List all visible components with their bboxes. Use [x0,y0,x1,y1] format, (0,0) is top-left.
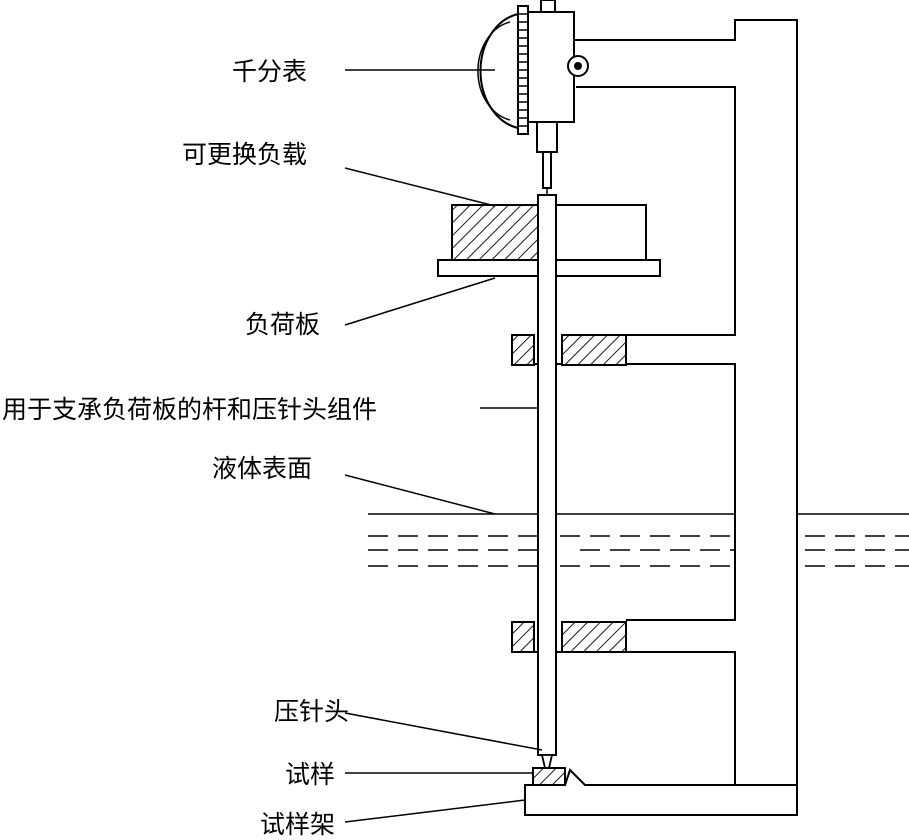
lower-guide-bushing [511,621,627,653]
label-specimen-holder: 试样架 [260,810,335,839]
leader-lines [344,69,543,823]
indenter-point [540,754,554,769]
label-dial-gauge: 千分表 [232,57,307,86]
specimen-holder-base [524,768,798,816]
upper-guide-bushing [511,334,627,366]
label-load-plate: 负荷板 [245,310,320,339]
label-replaceable-load: 可更换负载 [182,140,307,169]
liquid [368,513,909,567]
label-indenter-tip: 压针头 [274,697,349,726]
label-liquid-surface: 液体表面 [212,454,312,483]
gauge-knurl [517,5,529,135]
label-specimen: 试样 [285,760,335,789]
dial-gauge [477,0,589,195]
label-rod-assembly: 用于支承负荷板的杆和压针头组件 [2,395,377,424]
replaceable-load [451,204,647,261]
support-rod [537,194,557,756]
specimen-block [532,767,566,786]
